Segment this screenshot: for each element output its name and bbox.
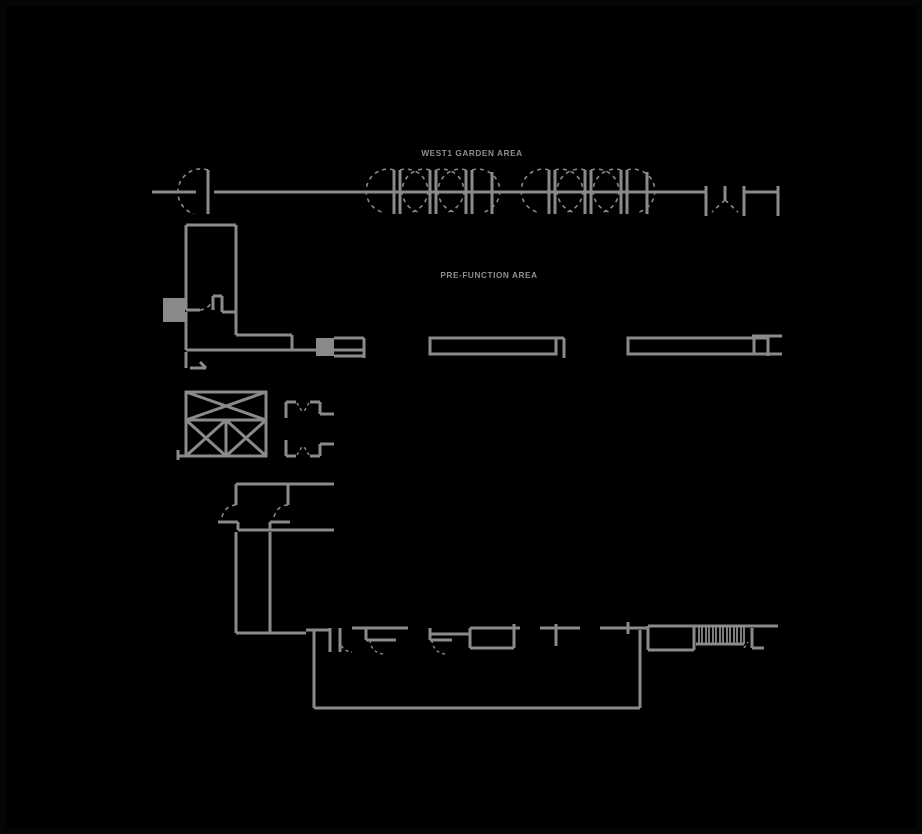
- shaft-lower-right: [224, 418, 268, 458]
- entry-vestibule-right: [704, 186, 780, 216]
- shaft-side-door-lower: [284, 440, 334, 458]
- door-single-left: [177, 168, 210, 215]
- stair-treads: [698, 626, 745, 644]
- bottom-door-group: [328, 622, 630, 655]
- door-pair-d: [520, 168, 584, 214]
- corridor-walls: [234, 532, 306, 635]
- service-core-block: [184, 223, 238, 335]
- braced-shaft-group: [176, 390, 268, 460]
- mid-corridor: [218, 482, 334, 532]
- core-lower-walls: [184, 312, 364, 370]
- mid-small-room: [334, 336, 366, 358]
- label-pre-function-area: PRE-FUNCTION AREA: [440, 271, 537, 280]
- label-west-garden-area: WEST1 GARDEN AREA: [421, 149, 522, 158]
- door-module-group-b: [520, 168, 656, 214]
- column-block-west: [163, 298, 185, 322]
- filled-column-blocks: [163, 298, 334, 356]
- column-block-mid: [316, 338, 334, 356]
- door-pair-b: [401, 168, 465, 214]
- prefunction-room-right: [626, 334, 782, 356]
- door-pair-a: [365, 168, 429, 214]
- door-pair-e: [556, 168, 620, 214]
- shaft-side-door-upper: [284, 400, 334, 418]
- main-hall-room: [312, 630, 642, 710]
- shaft-upper: [184, 390, 268, 422]
- door-module-group-a: [365, 168, 501, 214]
- prefunction-room-left: [428, 336, 566, 358]
- stair-run: [696, 624, 764, 650]
- bottom-right-room: [646, 626, 696, 652]
- shaft-lower-left: [184, 418, 228, 458]
